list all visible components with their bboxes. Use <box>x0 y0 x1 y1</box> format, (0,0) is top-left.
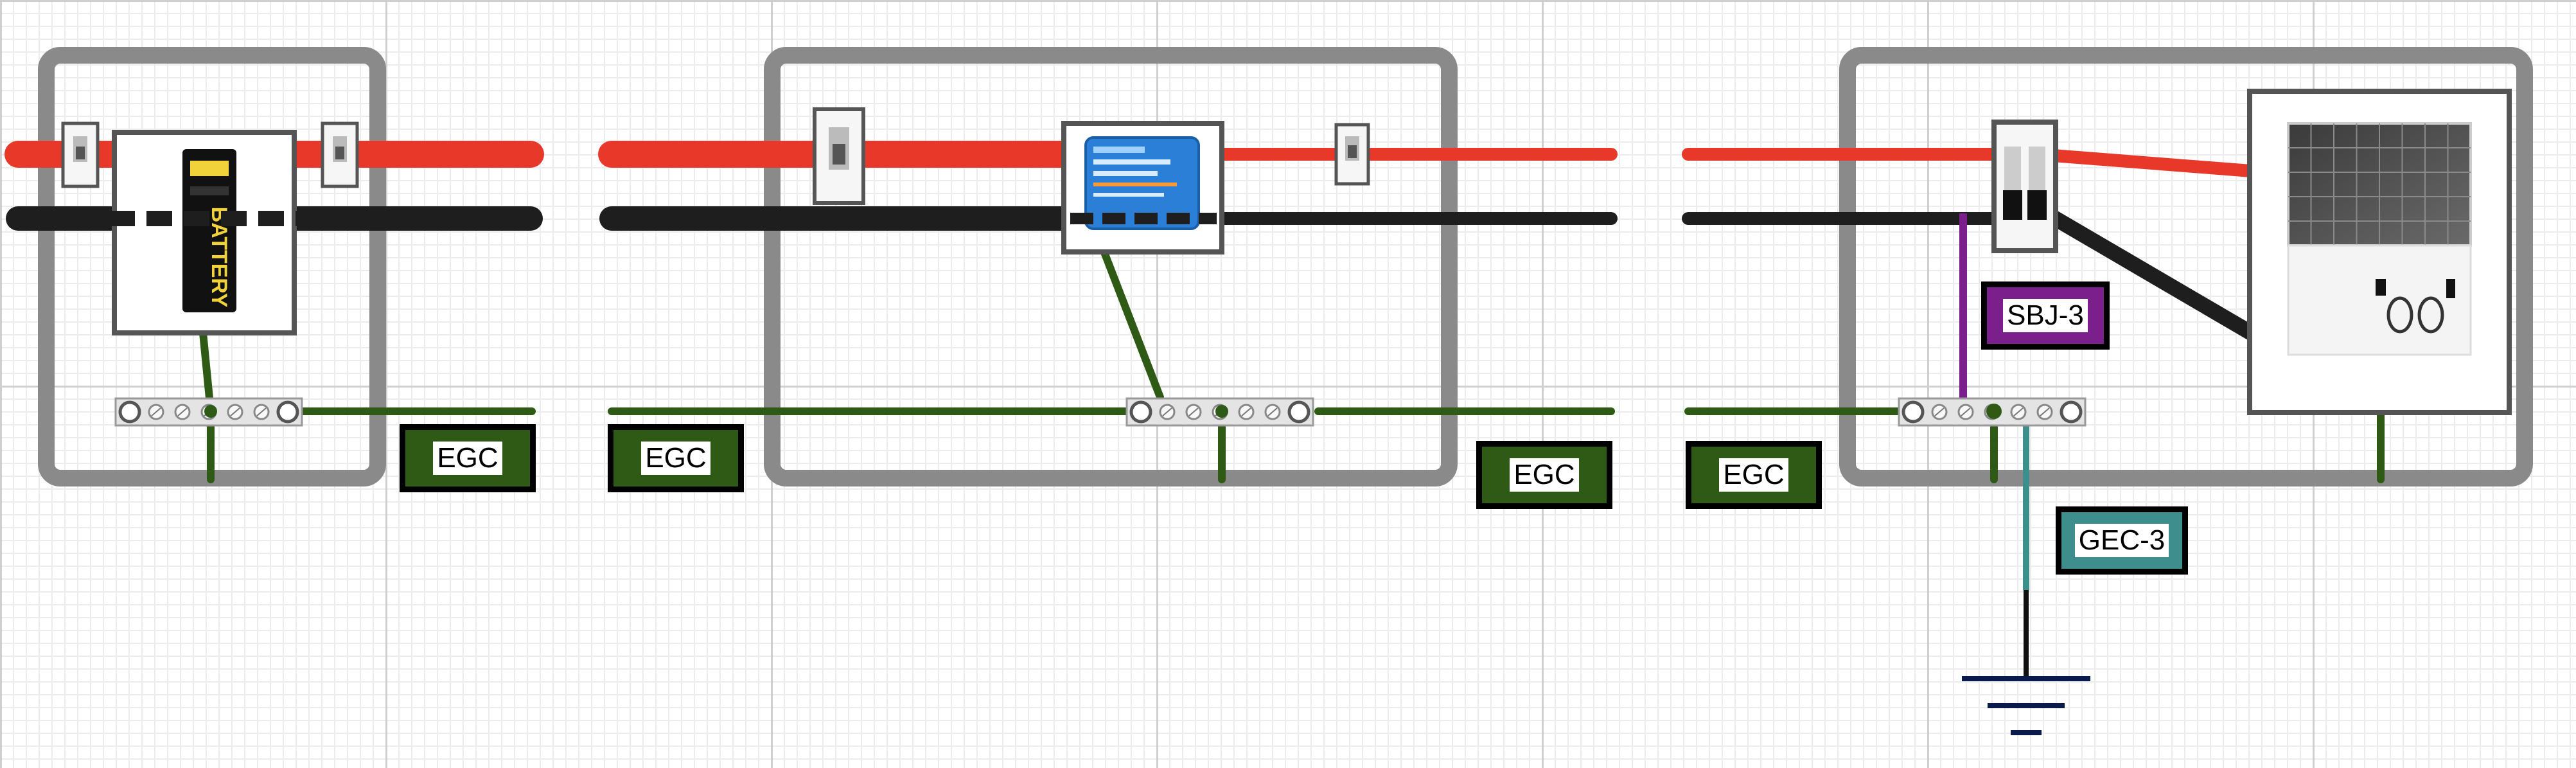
gec-label: GEC-3 <box>2056 506 2188 575</box>
battery-icon: BATTERY <box>112 130 297 335</box>
enclosure-right <box>1839 47 2533 487</box>
screw-slot <box>1162 407 1172 416</box>
enclosure-center <box>764 47 1458 487</box>
screw-slot <box>1934 407 1945 416</box>
breaker-icon <box>1991 120 2058 253</box>
egc-conductors <box>199 247 2385 483</box>
terminal-screw-icon <box>276 400 299 424</box>
gec-label-text: GEC-3 <box>2074 524 2169 557</box>
terminal-screw-icon <box>2060 400 2083 424</box>
egc-label-text: EGC <box>641 442 710 475</box>
screw-slot <box>230 407 240 416</box>
egc-label: EGC <box>1476 441 1612 509</box>
egc-label: EGC <box>400 424 536 492</box>
egc-label-text: EGC <box>1510 458 1579 492</box>
screw-slot <box>177 407 188 416</box>
sbj-label-text: SBJ-3 <box>2003 299 2088 332</box>
egc-termination-dot <box>1215 405 1228 418</box>
terminal-screw-icon <box>118 400 141 424</box>
egc-termination-dot <box>204 405 217 418</box>
egc-label: EGC <box>1686 441 1822 509</box>
breaker-icon <box>1334 123 1370 186</box>
egc-label-text: EGC <box>433 442 502 475</box>
breaker-icon <box>61 121 100 188</box>
terminal-screw-icon <box>1901 400 1925 424</box>
screw-slot <box>2013 407 2024 416</box>
earth-ground-icon <box>1962 676 2090 735</box>
breaker-icon <box>321 121 359 188</box>
screw-slot <box>151 407 161 416</box>
egc-label-text: EGC <box>1719 458 1788 492</box>
charge-controller-icon <box>1061 121 1224 255</box>
terminal-screw-icon <box>1129 400 1152 424</box>
solar-panel-icon <box>2247 89 2512 415</box>
breaker-icon <box>813 107 865 205</box>
screw-slot <box>2040 407 2050 416</box>
ground-bar-icon <box>114 397 303 427</box>
terminal-screw-icon <box>1287 400 1310 424</box>
screw-slot <box>256 407 267 416</box>
ground-bar-icon <box>1898 397 2086 427</box>
egc-label: EGC <box>608 424 744 492</box>
egc-termination-dot <box>1986 404 2002 419</box>
screw-slot <box>1241 407 1251 416</box>
screw-slot <box>1267 407 1278 416</box>
screw-slot <box>1961 407 1971 416</box>
screw-slot <box>1188 407 1199 416</box>
sbj-label: SBJ-3 <box>1981 281 2110 350</box>
